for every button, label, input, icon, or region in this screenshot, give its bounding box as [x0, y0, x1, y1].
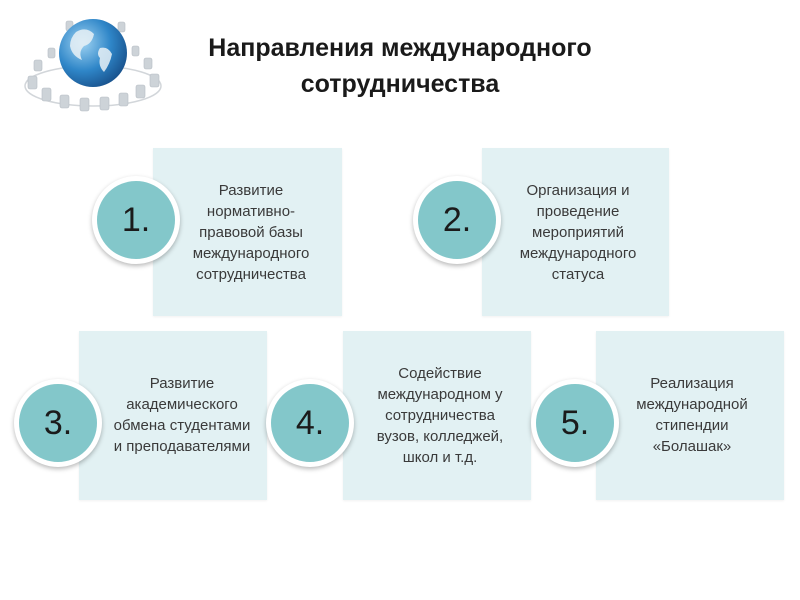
item-card-5 — [596, 331, 784, 500]
item-number-badge-4: 4. — [266, 379, 354, 467]
item-card-2 — [482, 148, 669, 316]
item-text-4: Содействие международном у сотрудничеств… — [376, 365, 504, 466]
globe-with-chairs-icon — [24, 19, 162, 112]
item-number-badge-3: 3. — [14, 379, 102, 467]
item-text-3: Развитие академического обмена студентам… — [113, 375, 251, 455]
item-number-badge-1: 1. — [92, 176, 180, 264]
page-title: Направления международного сотрудничеств… — [208, 34, 592, 98]
item-number-badge-2: 2. — [413, 176, 501, 264]
item-card-1 — [153, 148, 342, 316]
item-card-3 — [79, 331, 267, 500]
item-number-badge-5: 5. — [531, 379, 619, 467]
item-text-2: Организация и проведение мероприятий меж… — [519, 182, 637, 283]
item-text-5: Реализация международной стипендии «Бола… — [636, 375, 748, 455]
item-card-4 — [343, 331, 531, 500]
item-text-1: Развитие нормативно- правовой базы между… — [192, 182, 310, 283]
